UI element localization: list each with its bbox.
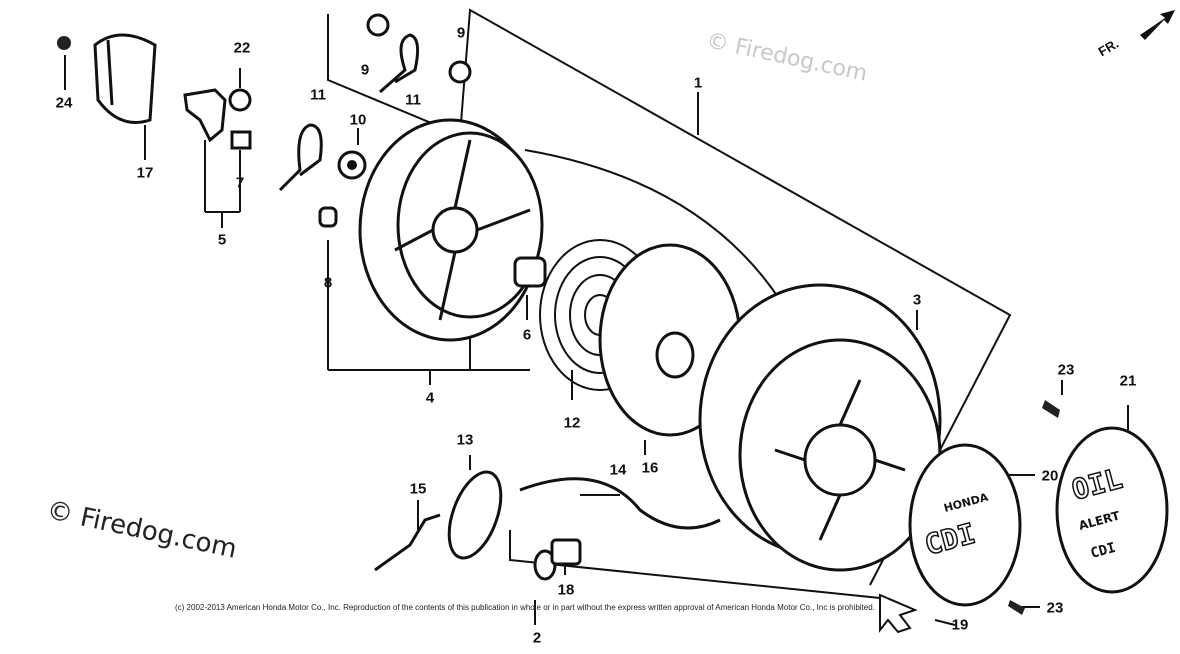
label-part-9b: 9 [456, 24, 466, 42]
part-15-pin [374, 513, 441, 572]
part-7-collar [230, 130, 252, 150]
label-part-5: 5 [217, 231, 227, 249]
part-4-reel [358, 118, 544, 342]
part-11-spring-upper [379, 33, 420, 94]
label-part-20: 20 [1041, 467, 1059, 485]
part-22-nut [228, 88, 252, 112]
label-part-24: 24 [55, 94, 73, 112]
label-part-13: 13 [456, 431, 474, 449]
part-23-bolt-b [1008, 600, 1025, 615]
label-part-11b: 11 [405, 91, 421, 109]
part-5-arm [183, 88, 227, 143]
part-20-cover [908, 443, 1022, 607]
part-9-washer [366, 13, 390, 37]
part-11-spring [278, 123, 323, 192]
part-19-arrow [879, 593, 918, 634]
label-part-11a: 11 [310, 86, 326, 104]
part-21-cover [1055, 426, 1169, 594]
part-17-cover [93, 33, 157, 124]
part-13-grip [447, 470, 503, 560]
part-14-rope [519, 477, 721, 530]
part-8-bushing [318, 206, 338, 228]
label-part-21: 21 [1119, 372, 1137, 390]
label-part-2: 2 [532, 629, 542, 647]
part-3-case [698, 283, 942, 572]
label-part-14: 14 [609, 461, 627, 479]
label-part-23b: 23 [1046, 599, 1064, 617]
part-6-collar [513, 256, 547, 288]
label-part-12: 12 [563, 414, 581, 432]
label-part-10: 10 [349, 111, 367, 129]
label-part-4: 4 [425, 389, 435, 407]
part-18-spring [533, 538, 582, 581]
part-24-nut [57, 36, 71, 50]
label-part-22: 22 [233, 39, 251, 57]
label-part-3: 3 [912, 291, 922, 309]
label-part-8: 8 [323, 274, 333, 292]
label-part-16: 16 [641, 459, 659, 477]
label-part-18: 18 [557, 581, 575, 599]
label-part-9a: 9 [360, 61, 370, 79]
fr-arrow-icon [1140, 10, 1175, 40]
label-part-15: 15 [409, 480, 427, 498]
label-part-17: 17 [136, 164, 154, 182]
label-part-6: 6 [522, 326, 532, 344]
label-part-7: 7 [235, 174, 245, 192]
label-part-23a: 23 [1057, 361, 1075, 379]
copyright-notice: (c) 2002-2013 American Honda Motor Co., … [175, 603, 875, 612]
part-23-bolt [1042, 400, 1060, 418]
label-part-19: 19 [951, 616, 969, 634]
assembly-outline-lower [509, 530, 881, 599]
cover-cdi-small-text: CDI [1089, 540, 1118, 562]
label-part-1: 1 [693, 74, 703, 92]
starter-rope [524, 149, 781, 301]
part-9-washer-b [448, 60, 472, 84]
